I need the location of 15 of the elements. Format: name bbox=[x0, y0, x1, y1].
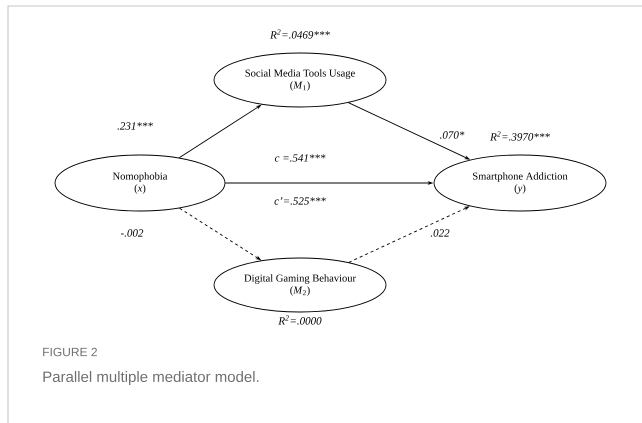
edge-label: .231*** bbox=[116, 121, 154, 131]
figure-number: FIGURE 2 bbox=[43, 348, 97, 356]
edge-label: -.002 bbox=[120, 228, 144, 238]
edge-label: .070* bbox=[438, 130, 466, 140]
ellipse-node: Nomophobia (x) bbox=[54, 154, 226, 212]
ellipse-node: Social Media Tools Usage (M$_{1}$) bbox=[214, 52, 386, 108]
edge-label: .022 bbox=[429, 228, 451, 238]
coefficient-label: c’=.525*** bbox=[273, 196, 327, 206]
r-squared-label: R$^{2}$=.0000 bbox=[278, 315, 322, 325]
r-squared-label: R$^{2}$=.0469*** bbox=[270, 29, 330, 39]
edge-label: c =.541*** bbox=[274, 153, 326, 163]
ellipse-node: Smartphone Addiction (y) bbox=[434, 154, 606, 212]
r-squared-label: R$^{2}$=.3970*** bbox=[490, 131, 550, 141]
ellipse-node: Digital Gaming Behaviour (M$_{2}$) bbox=[214, 258, 386, 312]
caption: Parallel multiple mediator model. bbox=[43, 371, 258, 385]
